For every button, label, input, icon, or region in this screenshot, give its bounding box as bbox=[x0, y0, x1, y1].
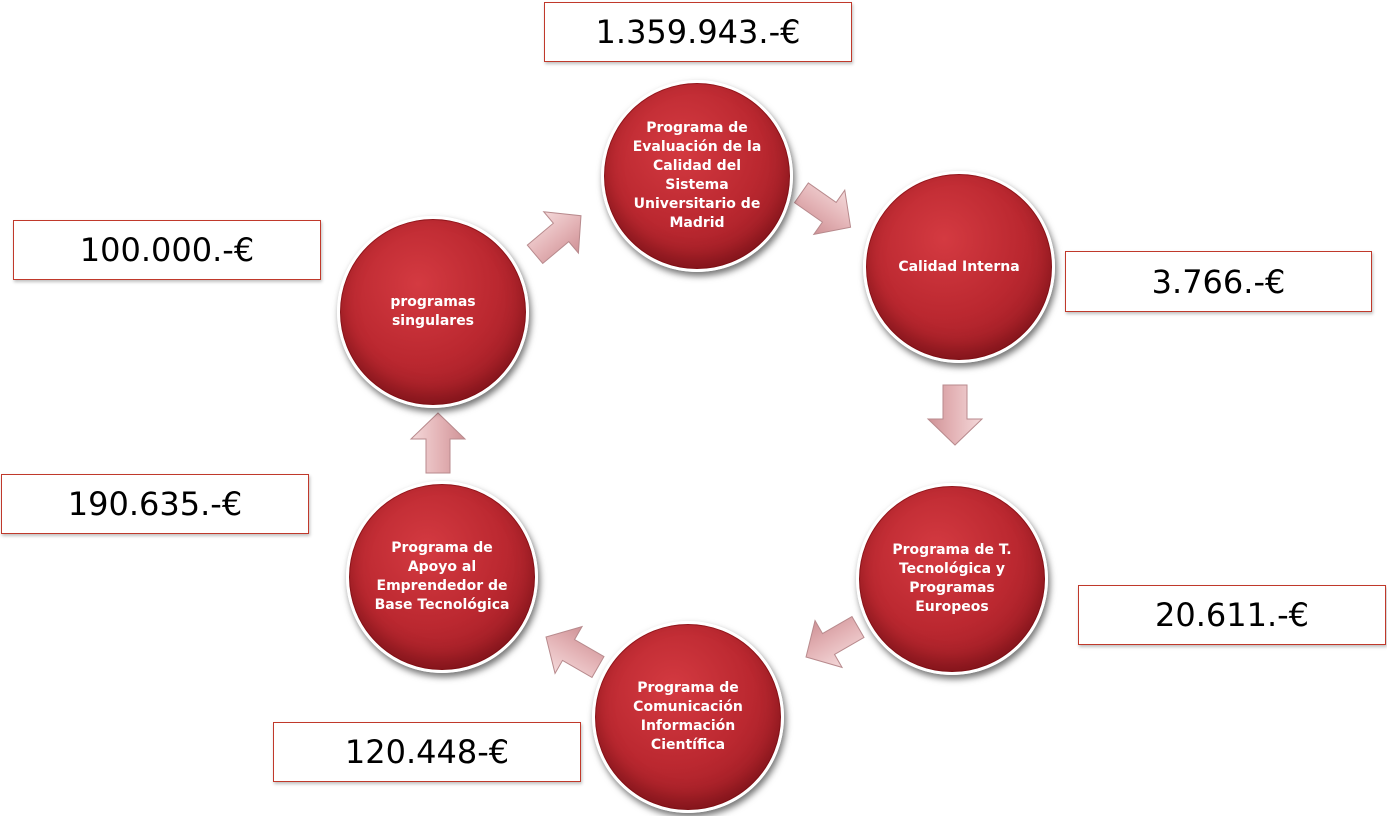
arrow-up-icon bbox=[409, 412, 467, 474]
arrow-left-up-icon bbox=[545, 625, 605, 679]
arrow-right-up-icon bbox=[526, 211, 582, 265]
arrow-left-down-icon bbox=[805, 615, 865, 669]
amount-emprendedor-value: 190.635.-€ bbox=[67, 485, 243, 523]
amount-singulares-value: 100.000.-€ bbox=[79, 231, 255, 269]
node-comunicacion-label: Programa de Comunicación Información Cie… bbox=[633, 680, 743, 753]
arrow-down-icon bbox=[926, 384, 984, 446]
amount-evaluacion-value: 1.359.943.-€ bbox=[595, 13, 801, 51]
node-emprendedor: Programa de Apoyo al Emprendedor de Base… bbox=[346, 481, 538, 673]
node-calidad-interna-label: Calidad Interna bbox=[898, 258, 1020, 275]
node-transferencia: Programa de T. Tecnológica y Programas E… bbox=[856, 483, 1048, 675]
amount-comunicacion-value: 120.448-€ bbox=[344, 733, 510, 771]
amount-comunicacion: 120.448-€ bbox=[273, 722, 581, 782]
node-comunicacion: Programa de Comunicación Información Cie… bbox=[592, 621, 784, 813]
node-singulares-label: programas singulares bbox=[390, 294, 476, 329]
amount-calidad-interna-value: 3.766.-€ bbox=[1151, 262, 1286, 301]
amount-emprendedor: 190.635.-€ bbox=[1, 474, 309, 534]
node-evaluacion-label: Programa de Evaluación de la Calidad del… bbox=[632, 120, 762, 231]
amount-calidad-interna: 3.766.-€ bbox=[1065, 251, 1372, 312]
amount-singulares: 100.000.-€ bbox=[13, 220, 321, 280]
node-evaluacion: Programa de Evaluación de la Calidad del… bbox=[601, 80, 793, 272]
amount-evaluacion: 1.359.943.-€ bbox=[544, 2, 852, 62]
arrow-right-down-icon bbox=[793, 182, 852, 236]
amount-transferencia-value: 20.611.-€ bbox=[1154, 596, 1310, 634]
node-calidad-interna: Calidad Interna bbox=[863, 171, 1055, 363]
node-transferencia-label: Programa de T. Tecnológica y Programas E… bbox=[892, 542, 1012, 615]
node-singulares: programas singulares bbox=[337, 216, 529, 408]
node-emprendedor-label: Programa de Apoyo al Emprendedor de Base… bbox=[374, 540, 510, 613]
amount-transferencia: 20.611.-€ bbox=[1078, 585, 1386, 645]
